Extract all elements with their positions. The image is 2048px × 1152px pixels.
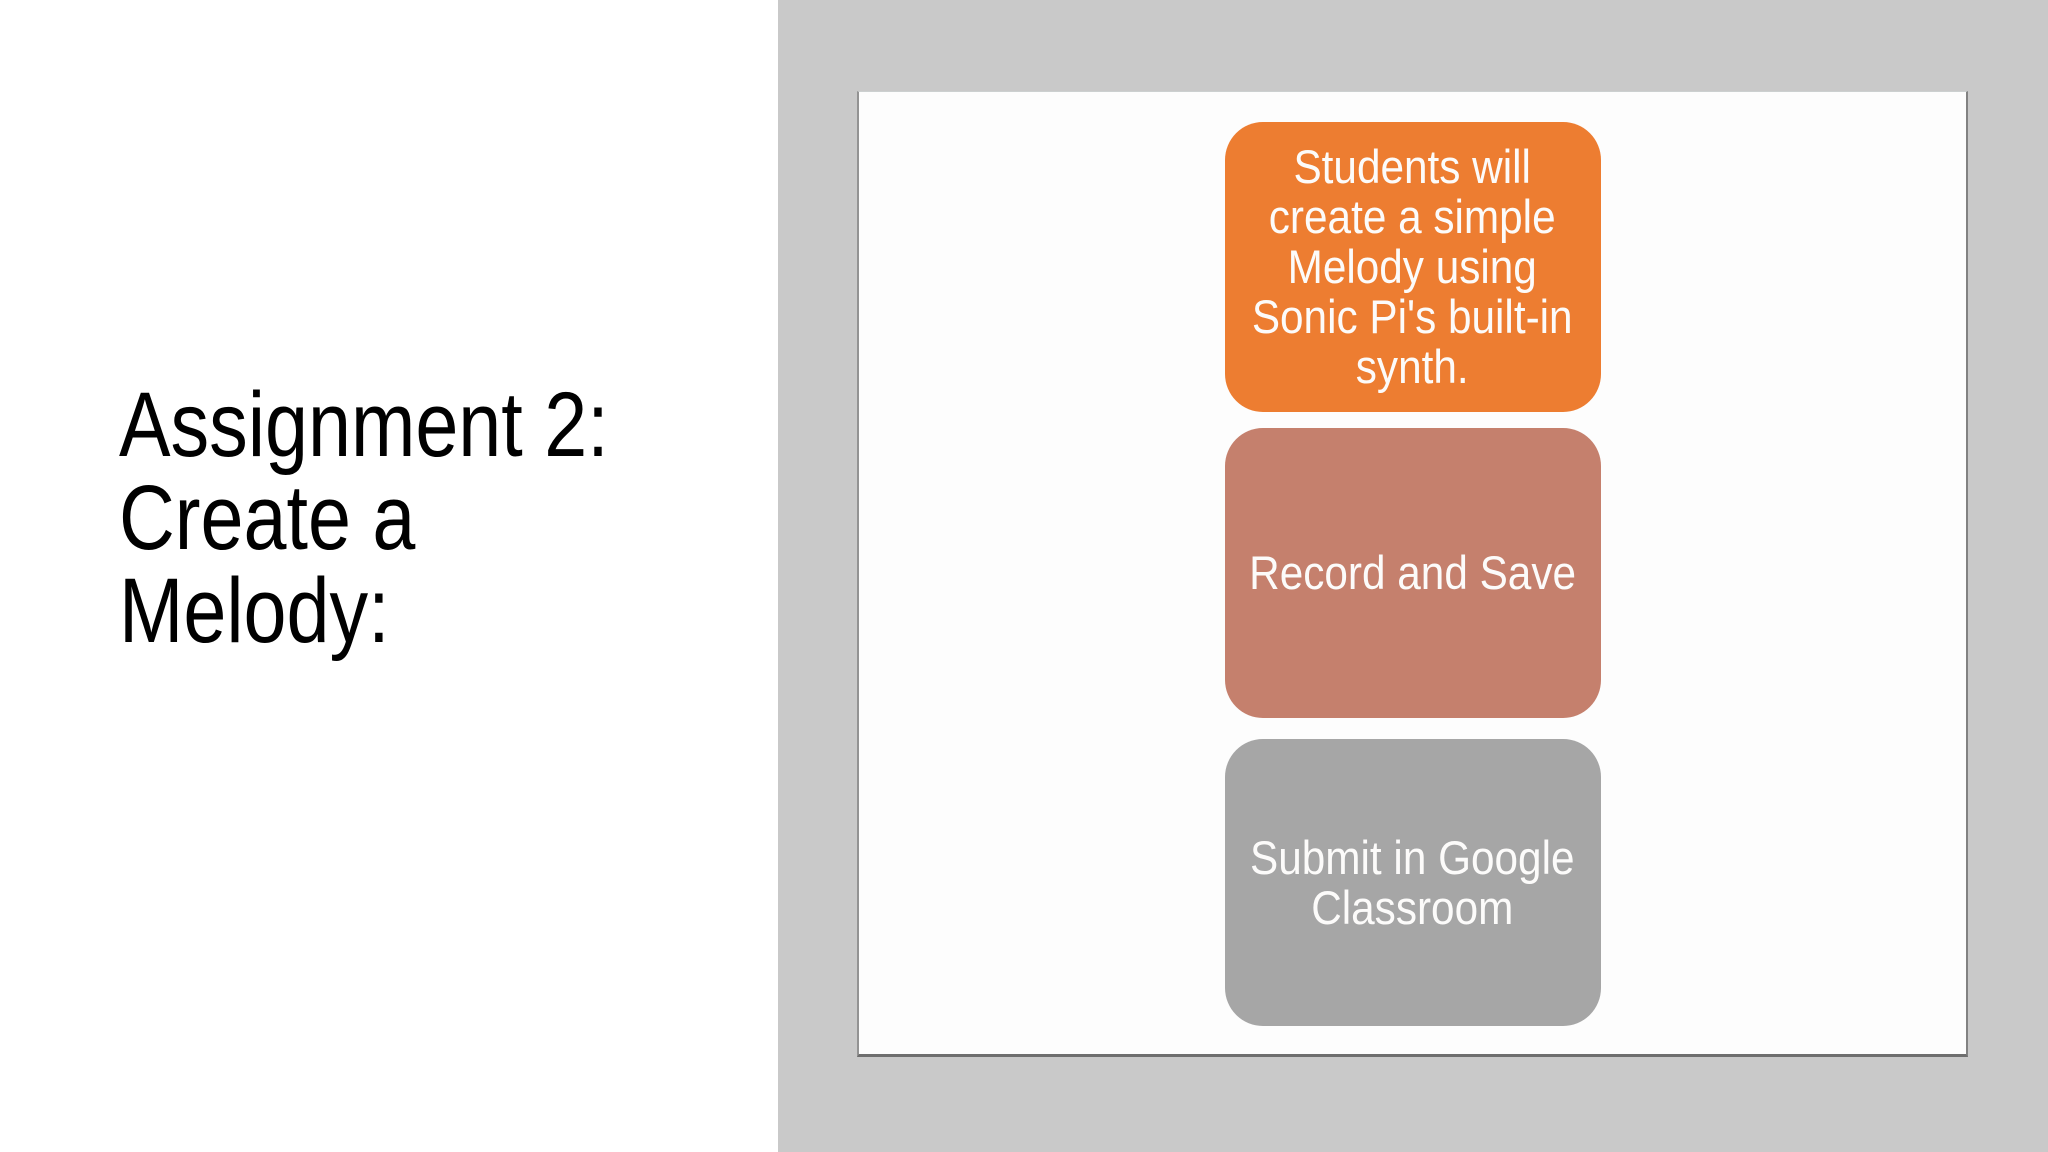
app-canvas-background: Students will create a simple Melody usi…	[778, 0, 2048, 1152]
left-pane: Assignment 2: Create a Melody:	[0, 0, 778, 1152]
smartart-box-record-and-save[interactable]: Record and Save	[1224, 428, 1601, 718]
smartart-box-submit-text: Submit in Google Classroom	[1250, 830, 1575, 934]
slide-canvas[interactable]: Students will create a simple Melody usi…	[857, 91, 1968, 1057]
smartart-box-record-and-save-text: Record and Save	[1249, 546, 1576, 599]
slide-title: Assignment 2: Create a Melody:	[119, 374, 609, 662]
smartart-box-objective[interactable]: Students will create a simple Melody usi…	[1224, 122, 1601, 412]
smartart-box-submit[interactable]: Submit in Google Classroom	[1224, 739, 1601, 1026]
smartart-box-objective-text: Students will create a simple Melody usi…	[1252, 140, 1573, 393]
